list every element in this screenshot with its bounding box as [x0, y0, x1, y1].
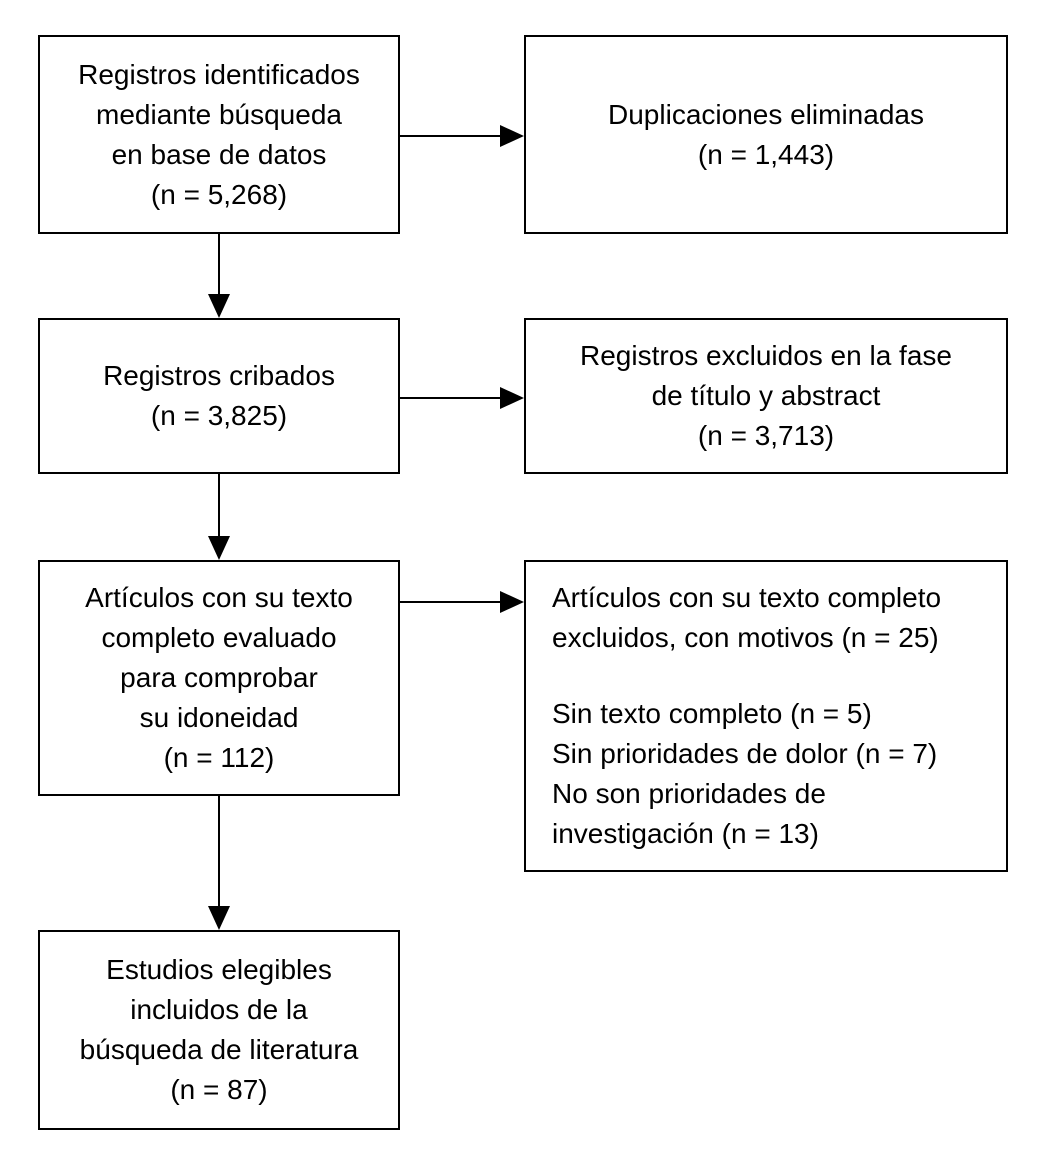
- box-text-line: Artículos con su texto completo: [552, 582, 942, 613]
- arrowhead-screened-to-excluded: [500, 387, 524, 409]
- box-text-line: Registros cribados: [103, 360, 335, 391]
- arrowhead-screened-to-fulltext: [208, 536, 230, 560]
- box-count: excluidos, con motivos (n = 25): [552, 622, 939, 653]
- box-text-line: Duplicaciones eliminadas: [608, 99, 924, 130]
- box-fulltext-excluded-reasons: Artículos con su texto completo excluido…: [524, 560, 1008, 872]
- box-text-line: búsqueda de literatura: [79, 1034, 359, 1065]
- box-text-line: Registros identificados: [78, 58, 360, 90]
- box-text-line: en base de datos: [111, 138, 327, 170]
- box-fulltext-assessed: Artículos con su texto completo evaluado…: [38, 560, 400, 796]
- box-count: (n = 87): [170, 1074, 268, 1105]
- box-text-line: Estudios elegibles: [106, 954, 332, 985]
- box-text-line: Registros excluidos en la fase: [580, 340, 952, 371]
- box-text-line: de título y abstract: [651, 380, 881, 411]
- box-text-line: Artículos con su texto: [85, 582, 353, 613]
- box-count: (n = 112): [163, 742, 275, 773]
- box-count: (n = 1,443): [697, 139, 835, 170]
- box-count: (n = 3,825): [150, 400, 288, 431]
- exclusion-reason: No son prioridades de: [552, 778, 826, 809]
- exclusion-reason: Sin prioridades de dolor (n = 7): [552, 738, 938, 769]
- arrowhead-identified-to-screened: [208, 294, 230, 318]
- box-text-line: para comprobar: [120, 662, 318, 693]
- box-duplicates-removed: Duplicaciones eliminadas (n = 1,443): [524, 35, 1008, 234]
- box-studies-included: Estudios elegibles incluidos de la búsqu…: [38, 930, 400, 1130]
- box-count: (n = 5,268): [150, 178, 288, 210]
- box-text-line: incluidos de la: [130, 994, 308, 1025]
- box-records-screened: Registros cribados (n = 3,825): [38, 318, 400, 474]
- arrowhead-identified-to-duplicates: [500, 125, 524, 147]
- box-text-line: su idoneidad: [139, 702, 299, 733]
- box-text-line: mediante búsqueda: [96, 98, 342, 130]
- arrowhead-fulltext-to-excluded: [500, 591, 524, 613]
- box-count: (n = 3,713): [697, 420, 835, 451]
- box-records-excluded-title-abstract: Registros excluidos en la fase de título…: [524, 318, 1008, 474]
- exclusion-reason: Sin texto completo (n = 5): [552, 698, 872, 729]
- box-text-line: completo evaluado: [101, 622, 337, 653]
- exclusion-reason: investigación (n = 13): [552, 818, 819, 849]
- box-records-identified: Registros identificados mediante búsqued…: [38, 35, 400, 234]
- arrowhead-fulltext-to-included: [208, 906, 230, 930]
